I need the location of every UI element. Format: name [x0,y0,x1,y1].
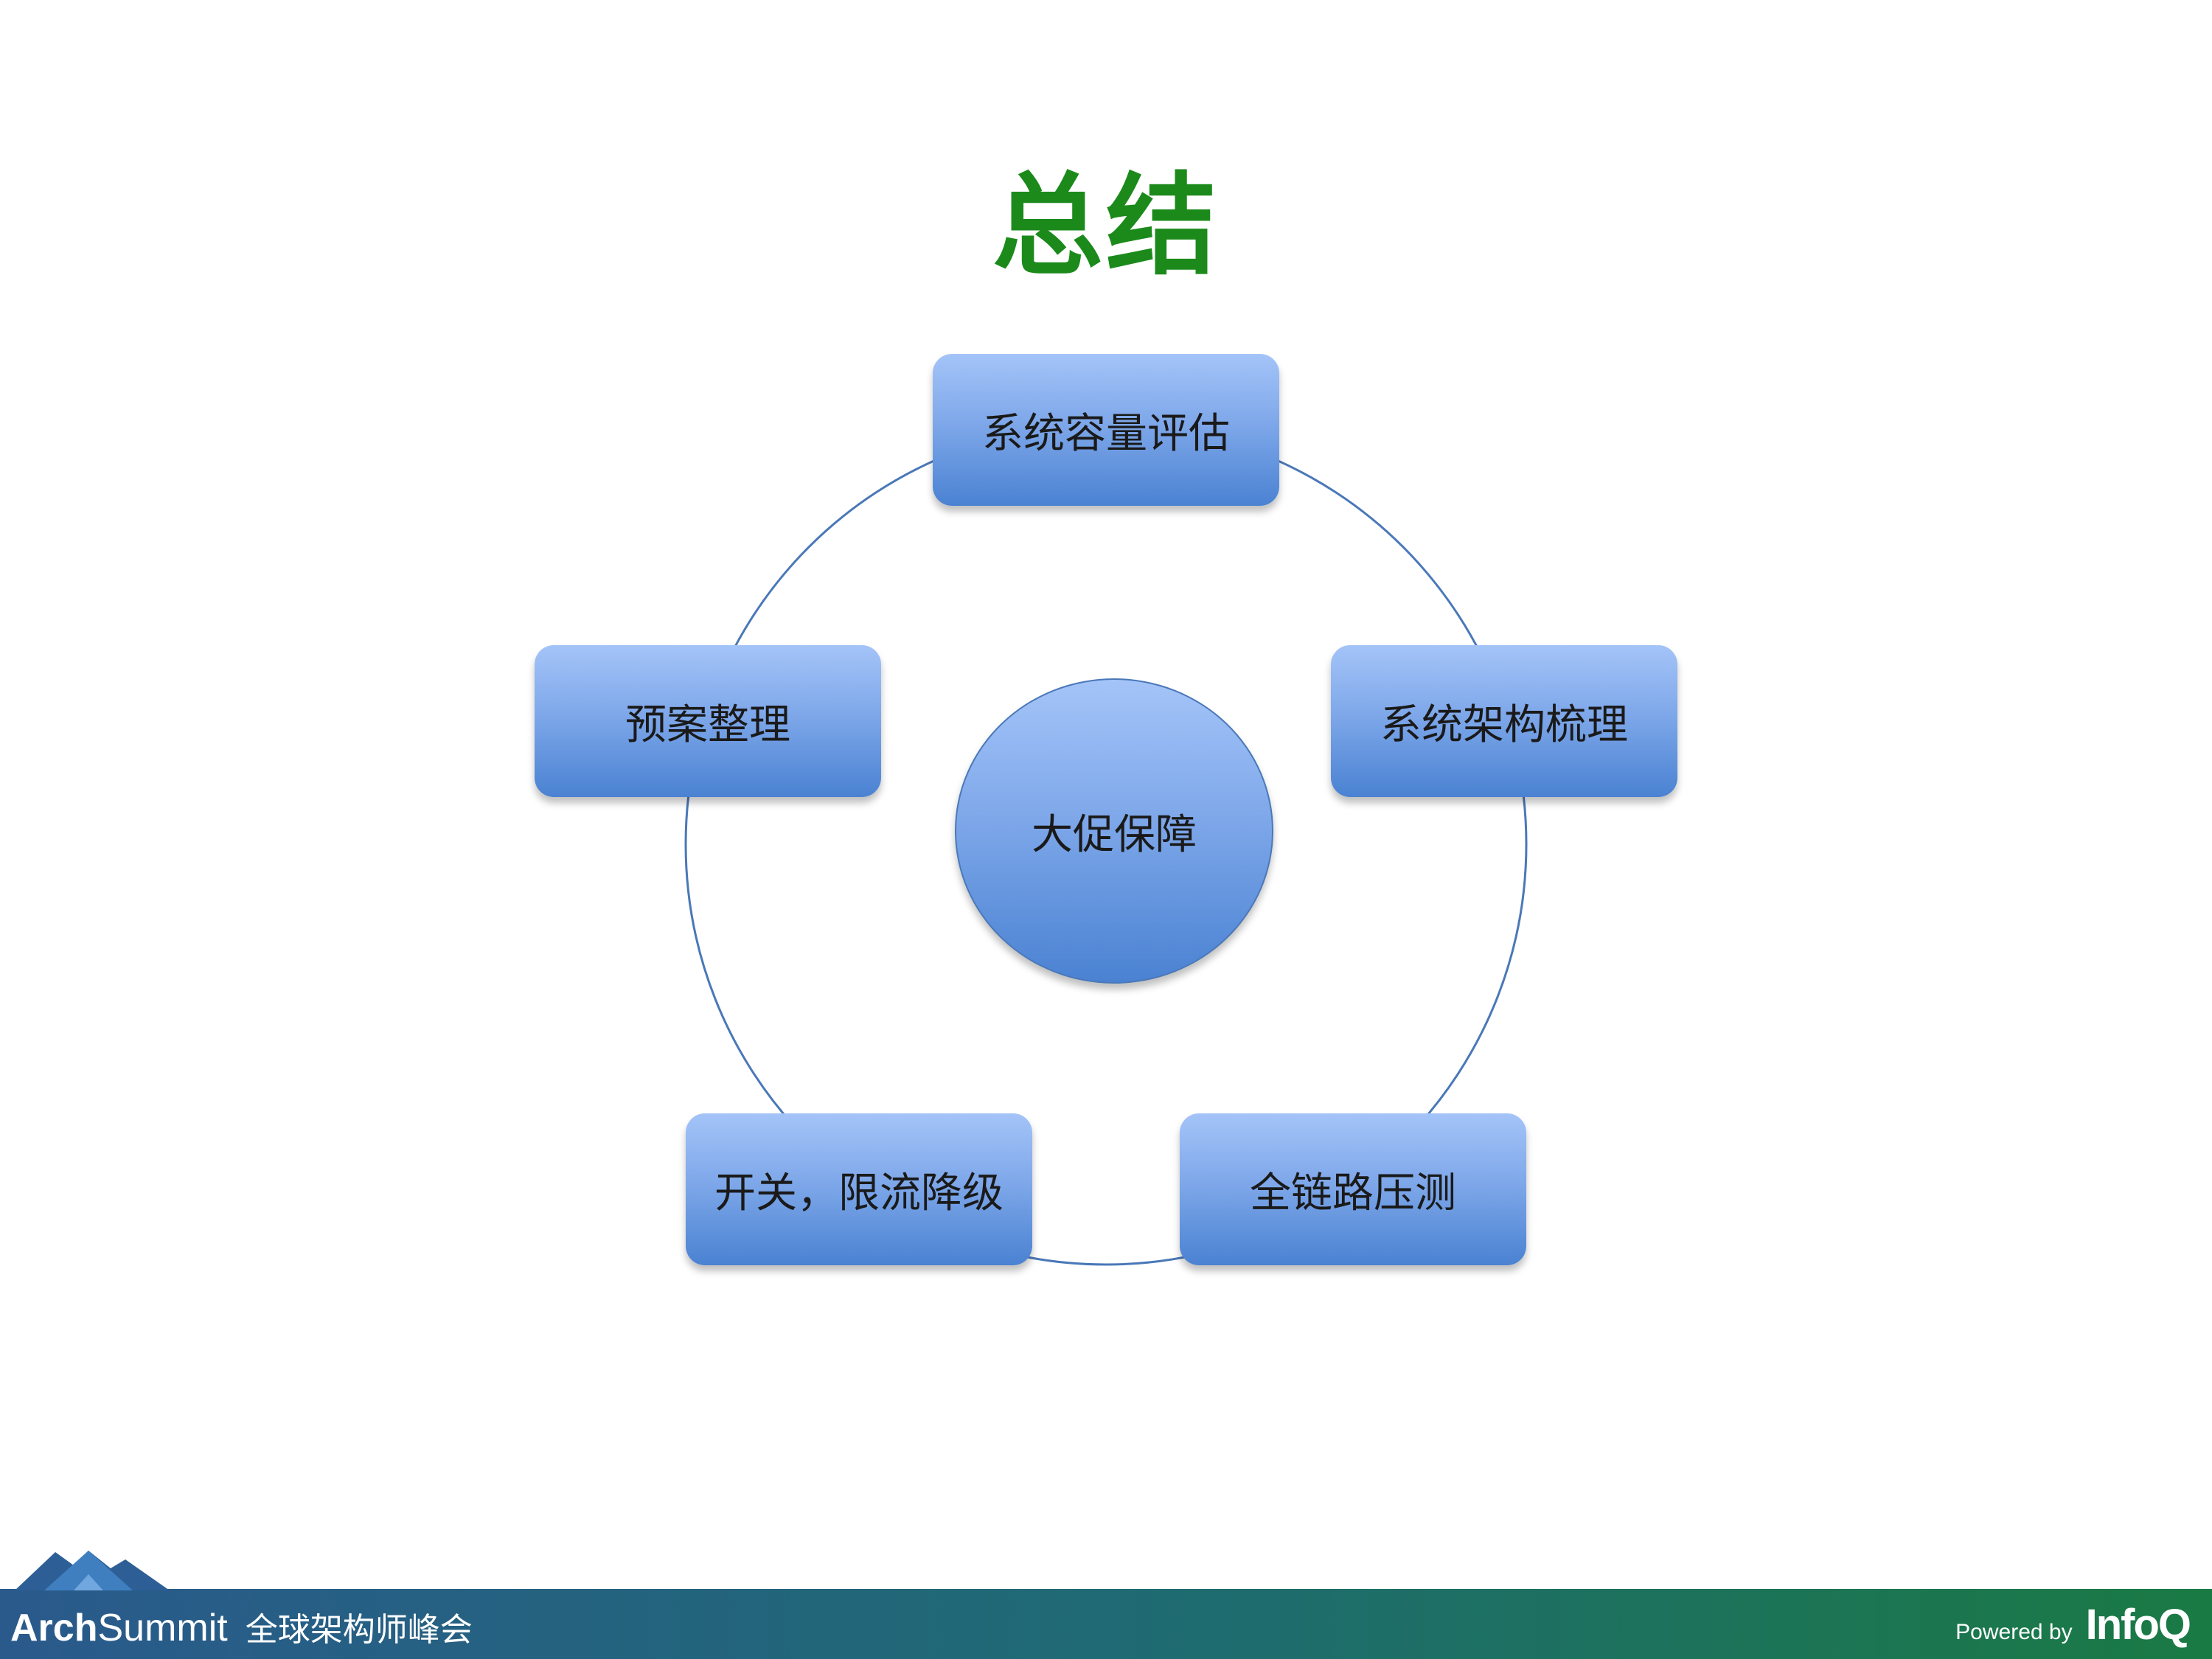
brand-rest: Summit [97,1607,228,1649]
slide-title: 总结 [992,162,1220,291]
powered-by-infoq: Powered by InfoQ [1955,1600,2191,1649]
center-node-promotion-guarantee: 大促保障 [955,678,1273,984]
node-label: 预案整理 [625,700,790,749]
node-architecture-review: 系统架构梳理 [1331,645,1677,797]
node-capacity-assessment: 系统容量评估 [933,354,1279,506]
node-switch-rate-limit-degrade: 开关，限流降级 [686,1113,1032,1265]
powered-by-text: Powered by [1955,1620,2073,1644]
mountain-logo-icon [15,1551,170,1590]
node-full-link-stress-test: 全链路压测 [1180,1113,1526,1265]
node-label: 开关，限流降级 [714,1169,1004,1217]
brand-bold: Arch [10,1607,98,1649]
node-label: 系统容量评估 [982,409,1230,458]
archsummit-logo: ArchSummit 全球架构师峰会 [10,1603,473,1650]
brand-chinese: 全球架构师峰会 [245,1612,473,1648]
node-contingency-plan: 预案整理 [535,645,881,797]
footer-bar [0,1589,2212,1659]
node-label: 系统架构梳理 [1380,700,1628,749]
center-label: 大促保障 [1032,810,1197,859]
node-label: 全链路压测 [1250,1169,1456,1217]
infoq-logo: InfoQ [2085,1601,2191,1649]
